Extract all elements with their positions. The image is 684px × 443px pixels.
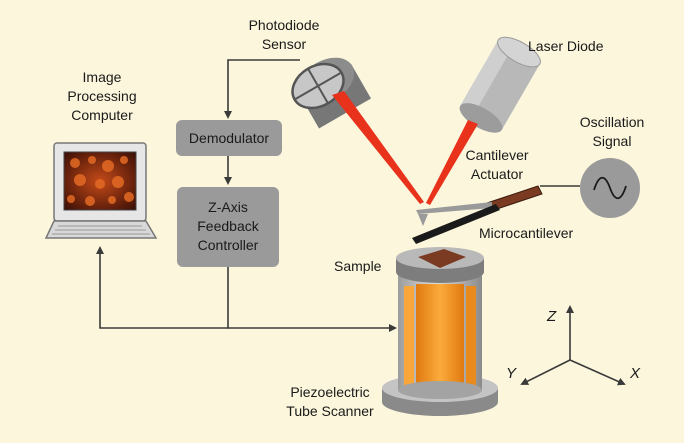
- actuator-label-line-1: Cantilever: [465, 147, 528, 163]
- feedback-to-computer-line: [96, 246, 228, 329]
- sample-square: [418, 249, 466, 268]
- x-axis-label: X: [629, 365, 641, 382]
- scanner-label-line-2: Tube Scanner: [286, 403, 374, 419]
- signal-lines: [96, 59, 580, 332]
- scanner-label-line-1: Piezoelectric: [290, 384, 369, 400]
- incident-beam: [426, 120, 478, 205]
- controller-label-line-1: Z-Axis: [208, 199, 248, 215]
- microcantilever-lower: [412, 204, 500, 244]
- oscillation-label-line-2: Signal: [593, 133, 632, 149]
- laser-diode-label: Laser Diode: [528, 38, 604, 54]
- controller-to-scanner-line: [227, 267, 397, 332]
- oscillation-label: Oscillation Signal: [580, 114, 645, 149]
- photodiode-label-line-2: Sensor: [262, 36, 307, 52]
- photodiode-label-line-1: Photodiode: [249, 17, 320, 33]
- computer-label-line-3: Computer: [71, 107, 133, 123]
- photodiode-label: Photodiode Sensor: [249, 17, 320, 52]
- demodulator-label: Demodulator: [189, 130, 269, 146]
- actuator-label-line-2: Actuator: [471, 166, 523, 182]
- laser-diode-icon: [459, 36, 541, 133]
- controller-box: Z-Axis Feedback Controller: [177, 187, 279, 267]
- cantilever-tip: [418, 214, 428, 226]
- computer-label-line-2: Processing: [67, 88, 136, 104]
- sample-label: Sample: [334, 258, 382, 274]
- oscillation-signal-icon: [580, 158, 640, 218]
- demodulator-box: Demodulator: [176, 120, 282, 156]
- axes-indicator: Z Y X: [506, 305, 641, 386]
- reflected-beam: [332, 91, 424, 204]
- z-axis-label: Z: [546, 308, 557, 325]
- actuator-label: Cantilever Actuator: [465, 147, 528, 182]
- controller-label-line-3: Controller: [198, 237, 259, 253]
- x-axis-line: [569, 359, 626, 386]
- piezo-tube-scanner: [382, 247, 498, 416]
- y-axis-label: Y: [506, 365, 517, 382]
- microcantilever-label: Microcantilever: [479, 225, 573, 241]
- scanner-label: Piezoelectric Tube Scanner: [286, 384, 374, 419]
- laser-beams: [332, 91, 478, 205]
- computer-label: Image Processing Computer: [67, 69, 136, 123]
- y-axis-line: [520, 359, 571, 385]
- cantilever-assembly: [412, 185, 543, 244]
- oscillation-label-line-1: Oscillation: [580, 114, 645, 130]
- microcantilever-upper: [416, 202, 492, 214]
- controller-label-line-2: Feedback: [197, 218, 259, 234]
- photodiode-to-demodulator-line: [224, 59, 300, 119]
- computer-label-line-1: Image: [83, 69, 122, 85]
- computer-icon: [44, 142, 158, 239]
